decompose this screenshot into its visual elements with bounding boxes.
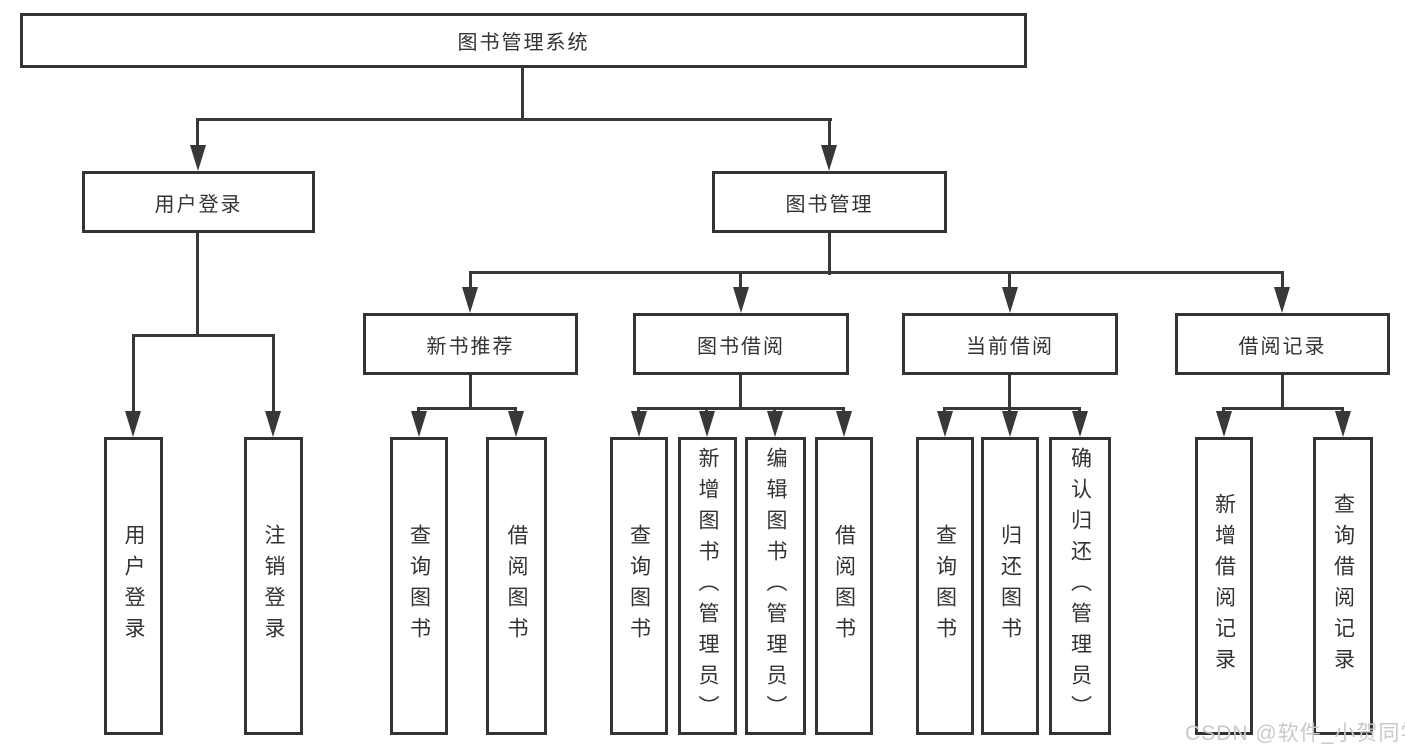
leaf-edit-book-admin: 编辑图书（管理员） (745, 437, 806, 735)
connector-line (469, 271, 1283, 274)
watermark: CSDN @软件_小贺同学 (1185, 722, 1405, 745)
arrowhead-down-icon (1216, 411, 1232, 437)
connector-line (637, 407, 845, 410)
arrowhead-down-icon (462, 287, 478, 313)
leaf-query-books-2: 查询图书 (610, 437, 668, 735)
arrowhead-down-icon (699, 411, 715, 437)
leaf-add-book-admin: 新增图书（管理员） (678, 437, 737, 735)
arrowhead-down-icon (836, 411, 852, 437)
connector-line (1008, 375, 1011, 410)
arrowhead-down-icon (265, 411, 281, 437)
connector-line (943, 407, 1081, 410)
arrowhead-down-icon (767, 411, 783, 437)
arrowhead-down-icon (1274, 287, 1290, 313)
leaf-borrow-books-1: 借阅图书 (486, 437, 547, 735)
connector-line (197, 118, 832, 121)
connector-line (418, 407, 517, 410)
arrowhead-down-icon (733, 287, 749, 313)
node-library-system: 图书管理系统 (20, 13, 1027, 68)
connector-line (739, 375, 742, 410)
connector-line (1008, 271, 1011, 291)
arrowhead-down-icon (1072, 411, 1088, 437)
connector-line (132, 334, 275, 337)
node-book-management: 图书管理 (712, 171, 947, 233)
leaf-user-login: 用户登录 (104, 437, 163, 735)
connector-line (1281, 271, 1284, 291)
leaf-query-books-1: 查询图书 (390, 437, 448, 735)
node-book-borrow: 图书借阅 (633, 313, 849, 375)
connector-line (1281, 375, 1284, 410)
leaf-logout: 注销登录 (244, 437, 303, 735)
node-current-borrow: 当前借阅 (902, 313, 1118, 375)
leaf-query-borrow-record: 查询借阅记录 (1313, 437, 1373, 735)
connector-line (132, 334, 135, 416)
connector-line (1222, 407, 1344, 410)
arrowhead-down-icon (508, 411, 524, 437)
arrowhead-down-icon (631, 411, 647, 437)
leaf-return-books: 归还图书 (981, 437, 1039, 735)
connector-line (521, 68, 524, 121)
connector-line (469, 375, 472, 410)
connector-line (196, 118, 199, 148)
connector-line (272, 334, 275, 416)
arrowhead-down-icon (1002, 287, 1018, 313)
node-borrow-records: 借阅记录 (1175, 313, 1390, 375)
connector-line (828, 233, 831, 275)
connector-line (828, 118, 831, 148)
node-user-login: 用户登录 (82, 171, 315, 233)
node-new-book-recommend: 新书推荐 (363, 313, 578, 375)
arrowhead-down-icon (411, 411, 427, 437)
arrowhead-down-icon (1002, 411, 1018, 437)
arrowhead-down-icon (937, 411, 953, 437)
connector-line (196, 233, 199, 337)
arrowhead-down-icon (821, 145, 837, 171)
arrowhead-down-icon (190, 145, 206, 171)
leaf-add-borrow-record: 新增借阅记录 (1195, 437, 1253, 735)
arrowhead-down-icon (1335, 411, 1351, 437)
leaf-borrow-books-2: 借阅图书 (815, 437, 873, 735)
connector-line (469, 271, 472, 291)
arrowhead-down-icon (125, 411, 141, 437)
leaf-query-books-3: 查询图书 (916, 437, 974, 735)
leaf-confirm-return-admin: 确认归还（管理员） (1049, 437, 1111, 735)
connector-line (739, 271, 742, 291)
